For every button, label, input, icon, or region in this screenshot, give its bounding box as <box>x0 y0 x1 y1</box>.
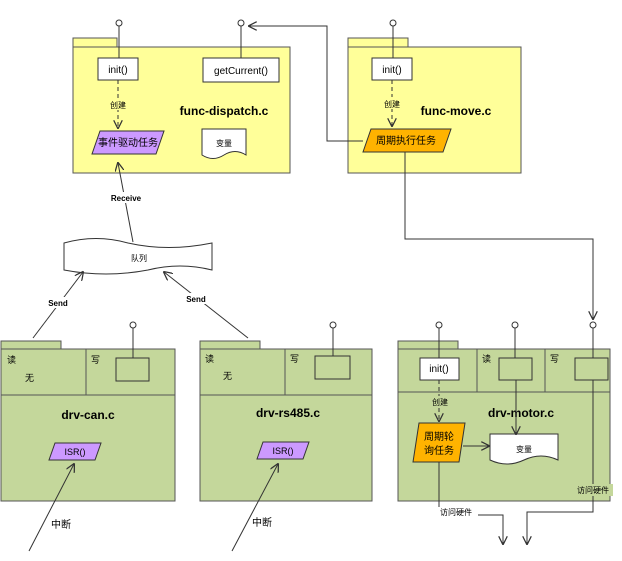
dispatch-variable-shape <box>201 128 247 159</box>
dispatch-event-task-label: 事件驱动任务 <box>98 136 158 149</box>
rs485-read-label: 读 <box>205 353 214 364</box>
motor-read-label: 读 <box>482 353 491 364</box>
move-init-port-icon <box>389 19 397 27</box>
move-periodic-task-label: 周期执行任务 <box>376 134 436 147</box>
motor-variable-shape <box>489 433 559 465</box>
send-right-bg <box>184 293 208 304</box>
motor-init-label: init() <box>429 364 448 375</box>
dispatch-title: func-dispatch.c <box>180 104 269 118</box>
dispatch-init-port-icon <box>115 19 123 27</box>
can-isr-label: ISR() <box>65 447 86 457</box>
queue-shape <box>63 238 213 275</box>
move-periodic-task[interactable] <box>362 128 452 153</box>
interrupt-left-label: 中断 <box>51 518 71 531</box>
motor-write-label: 写 <box>550 354 559 364</box>
move-create-label: 创建 <box>384 99 400 109</box>
module-drv-can <box>0 340 176 502</box>
dispatch-create-label: 创建 <box>110 100 126 110</box>
hw-access-bottom-label: 访问硬件 <box>440 507 472 517</box>
dispatch-getcurrent-box[interactable] <box>202 57 280 83</box>
dispatch-event-task[interactable] <box>91 130 165 155</box>
hw-access-right-bg <box>573 484 613 496</box>
motor-write-port-icon <box>589 321 597 329</box>
rs485-isr-label: ISR() <box>273 446 294 456</box>
interrupt-right-label: 中断 <box>252 516 272 529</box>
motor-read-box[interactable] <box>498 357 533 381</box>
can-write-label: 写 <box>91 355 100 365</box>
rs485-none-label: 无 <box>223 371 232 381</box>
can-write-box[interactable] <box>115 357 150 382</box>
rs485-title: drv-rs485.c <box>256 406 320 420</box>
motor-task-line1: 周期轮 <box>424 430 454 443</box>
dispatch-init-label: init() <box>108 65 127 76</box>
hw-access-bottom-bg <box>438 507 478 518</box>
dispatch-getcurrent-port-icon <box>237 19 245 27</box>
rs485-write-port-icon <box>329 321 337 329</box>
send-right-label: Send <box>186 295 206 304</box>
send-right-arrow <box>164 272 249 339</box>
can-none-label: 无 <box>25 373 34 383</box>
interrupt-right-arrow <box>231 464 278 552</box>
can-title: drv-can.c <box>61 408 115 422</box>
receive-bg <box>108 192 144 203</box>
periodic-to-getcurrent-arrow <box>249 26 363 142</box>
can-isr[interactable] <box>48 442 102 461</box>
periodic-to-motor-write-arrow <box>404 152 593 319</box>
motor-polling-task[interactable] <box>412 422 466 463</box>
send-left-label: Send <box>48 299 68 308</box>
motor-variable-label: 变量 <box>516 444 532 454</box>
receive-label: Receive <box>111 194 142 203</box>
dispatch-getcurrent-label: getCurrent() <box>214 66 268 77</box>
send-left-bg <box>46 297 70 308</box>
motor-task-line2: 询任务 <box>424 444 454 457</box>
interrupt-left-arrow <box>28 464 74 552</box>
rs485-isr[interactable] <box>256 441 310 460</box>
motor-init-port-icon <box>435 321 443 329</box>
move-title: func-move.c <box>421 104 492 118</box>
motor-read-port-icon <box>511 321 519 329</box>
write-to-hardware-arrow <box>527 380 594 544</box>
hw-access-right-label: 访问硬件 <box>577 485 609 495</box>
move-init-label: init() <box>382 65 401 76</box>
motor-create-label: 创建 <box>432 397 448 407</box>
queue-label: 队列 <box>131 253 147 263</box>
move-create-bg <box>380 97 406 109</box>
can-write-port-icon <box>129 321 137 329</box>
can-read-label: 读 <box>7 354 16 365</box>
rs485-write-label: 写 <box>290 354 299 364</box>
rs485-write-box[interactable] <box>314 355 351 380</box>
dispatch-variable-label: 变量 <box>216 138 232 148</box>
dispatch-create-bg <box>106 98 132 110</box>
motor-title: drv-motor.c <box>488 406 554 420</box>
motor-write-box[interactable] <box>574 357 609 381</box>
motor-create-bg <box>428 396 452 407</box>
